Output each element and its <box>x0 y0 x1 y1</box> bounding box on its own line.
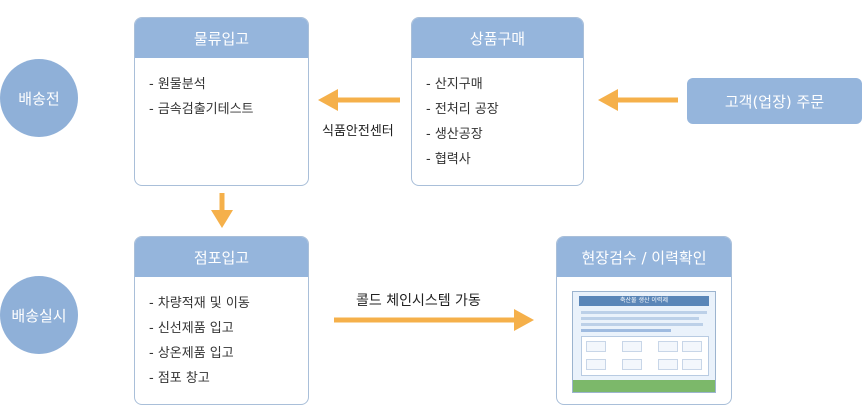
store-title: 점포입고 <box>135 237 308 277</box>
arrow-store-to-inspection <box>334 309 534 331</box>
cold-chain-label: 콜드 체인시스템 가동 <box>356 293 481 309</box>
screenshot-cell <box>658 359 678 370</box>
list-item: 산지구매 <box>426 72 583 97</box>
logistics-list: 원물분석 금속검출기테스트 <box>135 58 308 122</box>
store-list: 차량적재 및 이동 신선제품 입고 상온제품 입고 점포 창고 <box>135 277 308 391</box>
screenshot-cell <box>586 341 606 352</box>
list-item: 상온제품 입고 <box>149 341 308 366</box>
list-item: 전처리 공장 <box>426 97 583 122</box>
food-safety-center-label: 식품안전센터 <box>322 124 394 139</box>
screenshot-row <box>581 323 703 326</box>
screenshot-row <box>581 329 671 332</box>
screenshot-cell <box>586 359 606 370</box>
purchase-box: 상품구매 산지구매 전처리 공장 생산공장 협력사 <box>411 17 584 186</box>
stage-during-delivery: 배송실시 <box>0 276 78 354</box>
screenshot-cell <box>682 341 702 352</box>
list-item: 금속검출기테스트 <box>149 97 308 122</box>
purchase-list: 산지구매 전처리 공장 생산공장 협력사 <box>412 58 583 172</box>
screenshot-row <box>581 311 707 314</box>
screenshot-title: 축산물 생산 이력제 <box>579 296 709 306</box>
list-item: 협력사 <box>426 147 583 172</box>
list-item: 점포 창고 <box>149 366 308 391</box>
store-box: 점포입고 차량적재 및 이동 신선제품 입고 상온제품 입고 점포 창고 <box>134 236 309 405</box>
list-item: 생산공장 <box>426 122 583 147</box>
customer-order-label: 고객(업장) 주문 <box>724 92 825 111</box>
stage-during-delivery-label: 배송실시 <box>11 306 67 325</box>
arrow-purchase-to-logistics <box>318 89 400 111</box>
purchase-title: 상품구매 <box>412 18 583 58</box>
traceability-screenshot-image: 축산물 생산 이력제 <box>572 291 716 393</box>
customer-order: 고객(업장) 주문 <box>687 78 862 124</box>
arrow-logistics-to-store <box>211 193 233 228</box>
list-item: 원물분석 <box>149 72 308 97</box>
logistics-title: 물류입고 <box>135 18 308 58</box>
screenshot-row <box>581 317 699 320</box>
screenshot-grid <box>581 336 709 376</box>
stage-before-delivery: 배송전 <box>0 59 78 137</box>
screenshot-grass <box>573 380 715 392</box>
logistics-box: 물류입고 원물분석 금속검출기테스트 <box>134 17 309 186</box>
inspection-title: 현장검수 / 이력확인 <box>557 237 731 277</box>
screenshot-cell <box>682 359 702 370</box>
arrow-order-to-purchase <box>598 89 678 111</box>
screenshot-cell <box>658 341 678 352</box>
screenshot-cell <box>622 341 642 352</box>
stage-before-delivery-label: 배송전 <box>18 89 60 108</box>
list-item: 신선제품 입고 <box>149 316 308 341</box>
screenshot-cell <box>622 359 642 370</box>
list-item: 차량적재 및 이동 <box>149 291 308 316</box>
